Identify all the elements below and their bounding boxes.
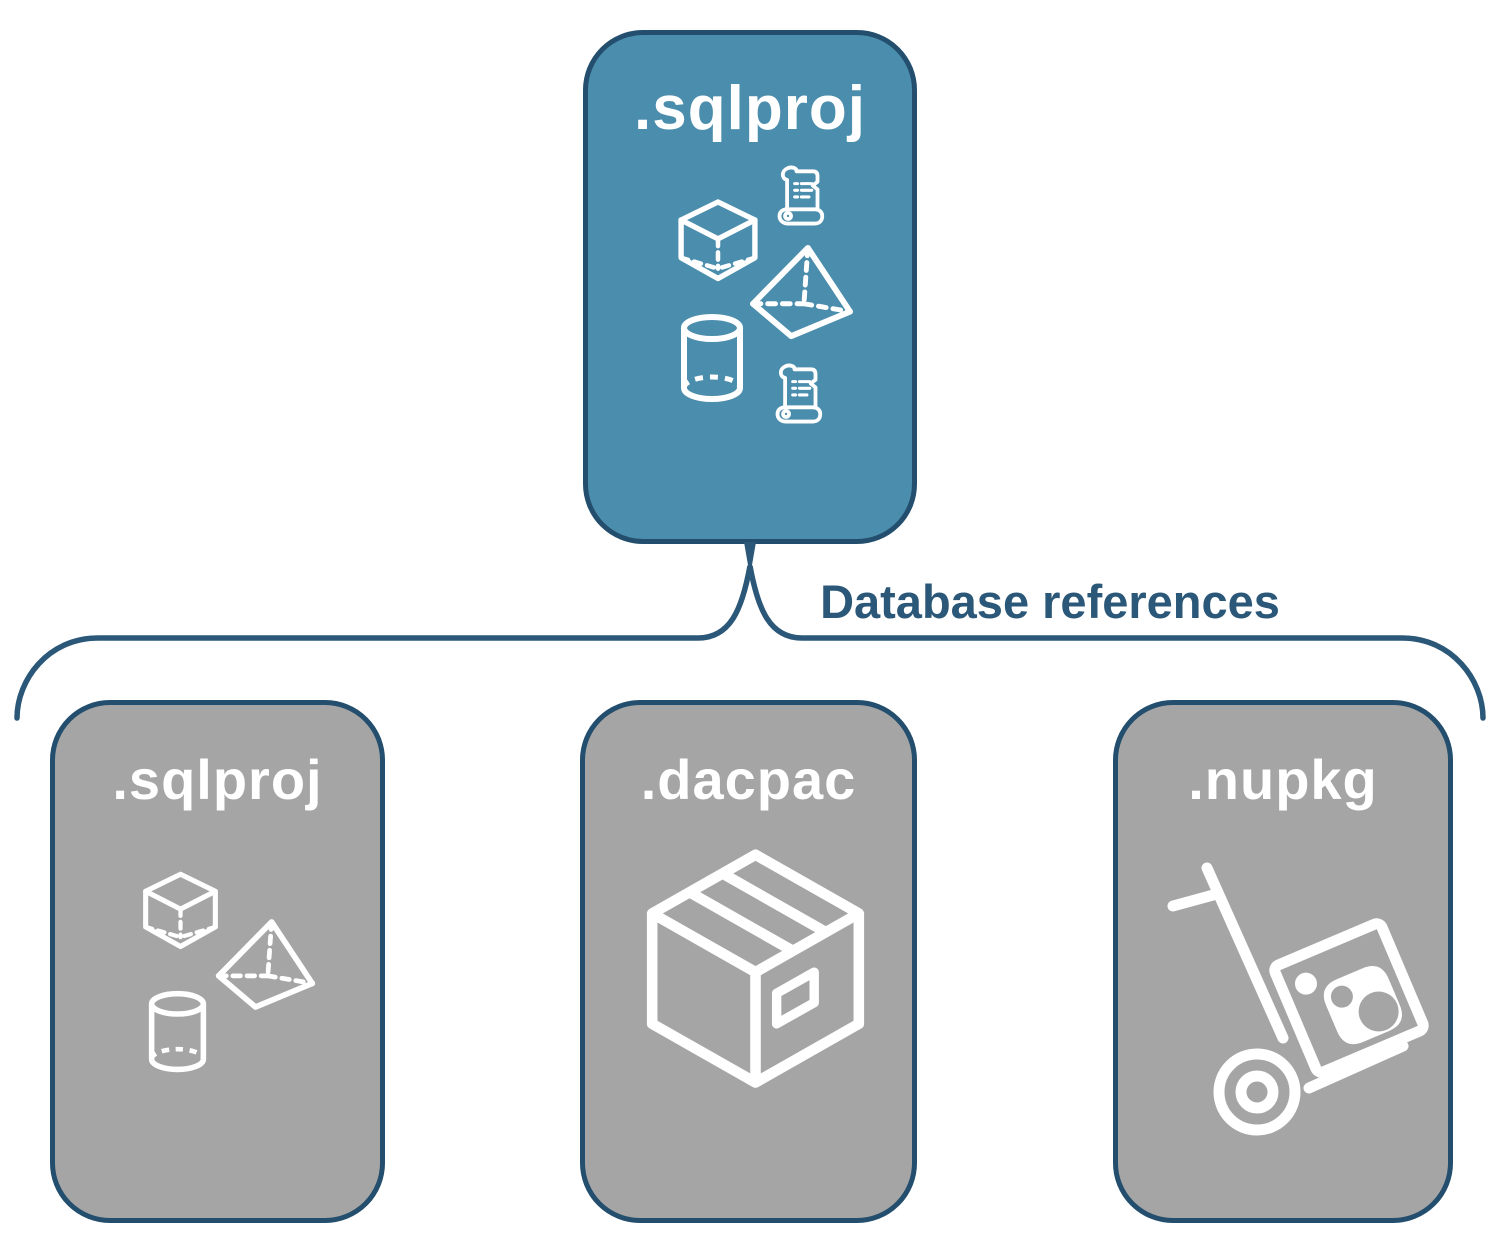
scroll-icon [770, 165, 827, 227]
hand-truck-icon [1155, 860, 1435, 1140]
pyramid-icon [747, 243, 855, 341]
child-node-sqlproj: .sqlproj [50, 700, 385, 1223]
child-node-nupkg: .nupkg [1113, 700, 1453, 1223]
brace-connector [14, 542, 1486, 721]
package-box-icon [638, 843, 873, 1106]
child-node-dacpac: .dacpac [580, 700, 917, 1223]
brace-stem [744, 542, 756, 568]
cube-icon [138, 870, 223, 955]
pyramid-icon [213, 917, 317, 1012]
cylinder-icon [145, 990, 210, 1075]
child-node-label: .nupkg [1188, 748, 1378, 811]
connector-label: Database references [820, 575, 1280, 628]
brace-curve [14, 565, 1486, 721]
scroll-icon [768, 363, 825, 425]
cylinder-icon [677, 313, 747, 405]
child-node-label: .sqlproj [112, 748, 323, 811]
root-node-sqlproj: .sqlproj [583, 30, 917, 544]
child-node-label: .dacpac [640, 748, 857, 811]
root-node-label: .sqlproj [634, 74, 866, 143]
